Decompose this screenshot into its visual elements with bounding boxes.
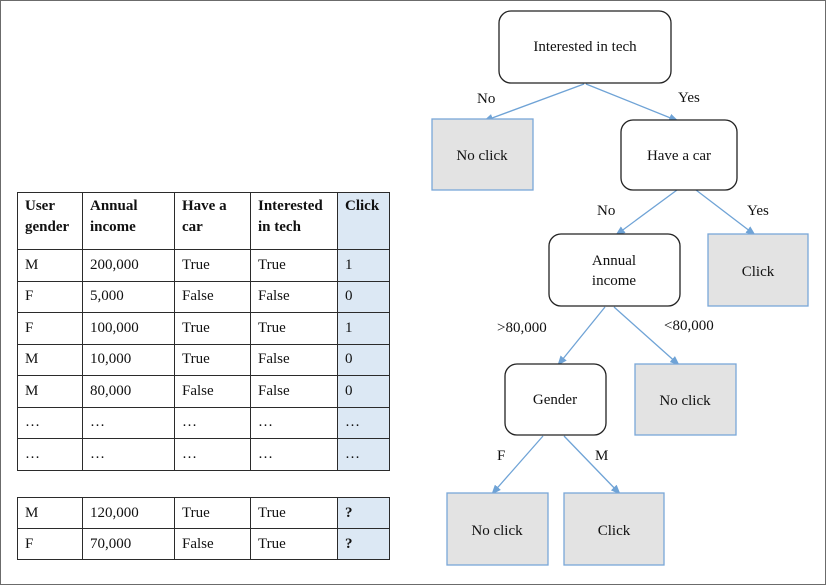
cell-tech: False: [250, 280, 338, 313]
table-row: M 10,000 True False 0: [17, 343, 390, 376]
edge-label-root-no: No: [477, 91, 495, 107]
cell-click: 0: [337, 343, 390, 376]
tree-leaf-no-click-2: No click: [634, 363, 737, 436]
edge-label-root-yes: Yes: [678, 90, 700, 106]
node-label-have-car: Have a car: [647, 148, 711, 164]
cell-gender: M: [17, 375, 83, 408]
cell-gender: …: [17, 438, 83, 471]
cell-income: 120,000: [82, 497, 175, 529]
cell-click: …: [337, 438, 390, 471]
table-row: M 200,000 True True 1: [17, 249, 390, 282]
table-row: F 5,000 False False 0: [17, 280, 390, 313]
cell-gender: M: [17, 497, 83, 529]
leaf-label: Click: [742, 264, 775, 280]
cell-click: ?: [337, 528, 390, 560]
cell-income: …: [82, 438, 175, 471]
cell-click: 0: [337, 375, 390, 408]
cell-click: 0: [337, 280, 390, 313]
cell-tech: …: [250, 438, 338, 471]
edge-label-car-no: No: [597, 203, 615, 219]
edge-label-income-gt: >80,000: [497, 320, 547, 336]
cell-income: 5,000: [82, 280, 175, 313]
tree-leaf-no-click-1: No click: [431, 118, 534, 191]
cell-car: True: [174, 312, 251, 345]
edge-income-lt: [613, 306, 680, 366]
edge-car-no: [615, 189, 678, 236]
table-row: F 100,000 True True 1: [17, 312, 390, 345]
leaf-label: No click: [659, 393, 711, 409]
cell-click: ?: [337, 497, 390, 529]
edge-label-car-yes: Yes: [747, 203, 769, 219]
edge-income-gt: [557, 306, 606, 366]
cell-car: …: [174, 406, 251, 439]
cell-gender: F: [17, 280, 83, 313]
tree-edges: [483, 83, 756, 495]
cell-gender: F: [17, 312, 83, 345]
cell-tech: False: [250, 375, 338, 408]
cell-income: 80,000: [82, 375, 175, 408]
cell-car: False: [174, 528, 251, 560]
cell-car: True: [174, 249, 251, 282]
cell-gender: M: [17, 249, 83, 282]
tree-leaf-click-1: Click: [707, 233, 809, 307]
node-label-annual-income-line1: Annual: [592, 253, 636, 269]
tree-node-gender: Gender: [504, 363, 607, 436]
cell-income: 10,000: [82, 343, 175, 376]
edge-root-yes: [585, 83, 679, 122]
cell-tech: True: [250, 312, 338, 345]
edge-gender-m: [563, 435, 621, 495]
cell-gender: F: [17, 528, 83, 560]
table-row: … … … … …: [17, 438, 390, 471]
cell-tech: False: [250, 343, 338, 376]
header-click: Click: [337, 192, 390, 250]
edge-gender-f: [491, 435, 544, 495]
cell-car: True: [174, 497, 251, 529]
edge-root-no: [483, 83, 585, 122]
edge-label-gender-m: M: [595, 448, 608, 464]
tree-node-annual-income: Annual income: [548, 233, 681, 307]
leaf-label: No click: [471, 523, 523, 539]
cell-click: 1: [337, 249, 390, 282]
prediction-table: M 120,000 True True ? F 70,000 False Tru…: [17, 497, 390, 560]
edge-label-gender-f: F: [497, 448, 505, 464]
leaf-label: No click: [456, 148, 508, 164]
edge-labels: No Yes No Yes >80,000 <80,000 F M: [477, 90, 769, 464]
leaf-label: Click: [598, 523, 631, 539]
table-row: F 70,000 False True ?: [17, 528, 390, 560]
cell-click: 1: [337, 312, 390, 345]
node-label-gender: Gender: [533, 392, 577, 408]
node-label-root: Interested in tech: [533, 39, 637, 55]
table-row: M 120,000 True True ?: [17, 497, 390, 529]
tree-node-root: Interested in tech: [498, 10, 672, 84]
node-label-annual-income-line2: income: [592, 273, 636, 289]
edge-car-yes: [695, 189, 756, 236]
tree-leaf-no-click-3: No click: [446, 492, 549, 566]
edge-label-income-lt: <80,000: [664, 318, 714, 334]
cell-income: …: [82, 406, 175, 439]
tree-leaf-click-2: Click: [563, 492, 665, 566]
tree-node-have-car: Have a car: [620, 119, 738, 191]
